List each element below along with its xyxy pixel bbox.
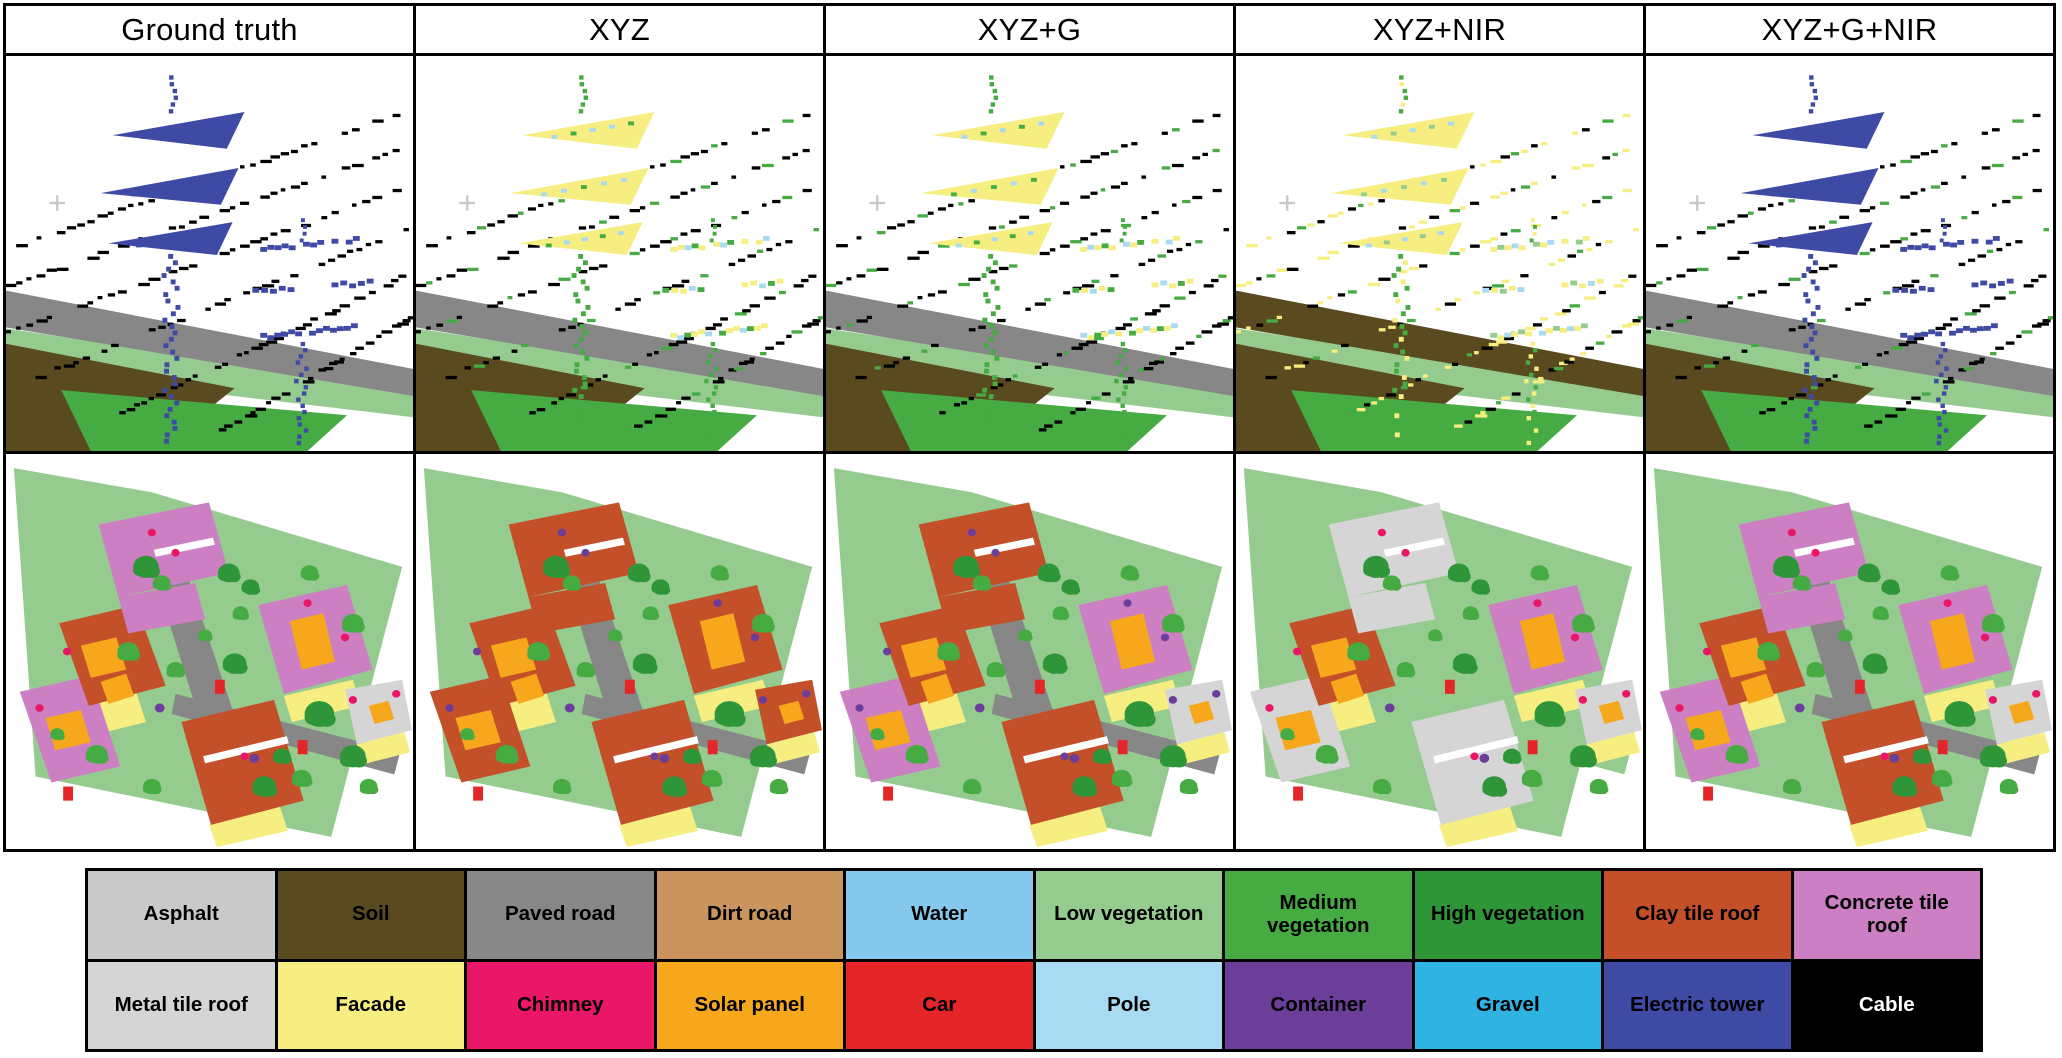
legend-cell-electric-tower: Electric tower — [1604, 961, 1791, 1049]
legend-cell-low-vegetation: Low vegetation — [1035, 871, 1222, 959]
legend-cell-dirt-road: Dirt road — [656, 871, 843, 959]
panel-aerial-ground-truth — [6, 454, 413, 849]
legend-cell-asphalt: Asphalt — [88, 871, 275, 959]
legend-cell-medium-vegetation: Medium vegetation — [1225, 871, 1412, 959]
legend-cell-cable: Cable — [1793, 961, 1980, 1049]
legend-cell-water: Water — [846, 871, 1033, 959]
panel-powerline-xyz — [416, 56, 823, 451]
panel-powerline-xyz-g — [826, 56, 1233, 451]
panel-aerial-xyz-g — [826, 454, 1233, 849]
panel-aerial-xyz-g-nir — [1646, 454, 2053, 849]
legend-cell-metal-tile-roof: Metal tile roof — [88, 961, 275, 1049]
panel-powerline-xyz-nir — [1236, 56, 1643, 451]
column-header-xyz-g: XYZ+G — [826, 6, 1233, 53]
column-header-xyz-g-nir: XYZ+G+NIR — [1646, 6, 2053, 53]
legend-cell-clay-tile-roof: Clay tile roof — [1604, 871, 1791, 959]
panel-aerial-xyz-nir — [1236, 454, 1643, 849]
legend-cell-container: Container — [1225, 961, 1412, 1049]
column-header-xyz-nir: XYZ+NIR — [1236, 6, 1643, 53]
panel-powerline-ground-truth — [6, 56, 413, 451]
legend-cell-concrete-tile-roof: Concrete tile roof — [1793, 871, 1980, 959]
panel-aerial-xyz — [416, 454, 823, 849]
legend-cell-solar-panel: Solar panel — [656, 961, 843, 1049]
legend-cell-pole: Pole — [1035, 961, 1222, 1049]
column-header-ground-truth: Ground truth — [6, 6, 413, 53]
legend-cell-chimney: Chimney — [467, 961, 654, 1049]
legend-cell-high-vegetation: High vegetation — [1414, 871, 1601, 959]
legend-cell-soil: Soil — [277, 871, 464, 959]
legend-cell-gravel: Gravel — [1414, 961, 1601, 1049]
legend-cell-facade: Facade — [277, 961, 464, 1049]
column-header-xyz: XYZ — [416, 6, 823, 53]
legend-cell-car: Car — [846, 961, 1033, 1049]
legend-cell-paved-road: Paved road — [467, 871, 654, 959]
figure-grid: Ground truth XYZ XYZ+G XYZ+NIR XYZ+G+NIR — [3, 3, 2056, 852]
class-legend: Asphalt Soil Paved road Dirt road Water … — [85, 868, 1983, 1052]
panel-powerline-xyz-g-nir — [1646, 56, 2053, 451]
